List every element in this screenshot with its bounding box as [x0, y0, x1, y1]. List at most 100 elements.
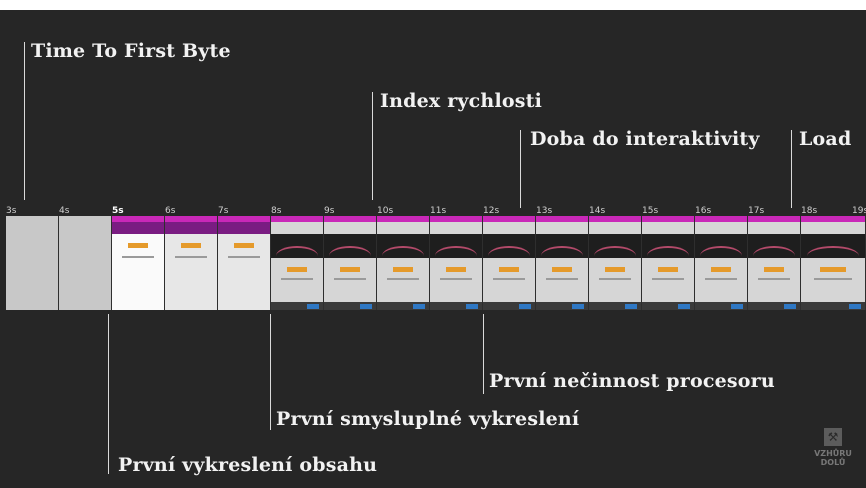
tick-label: 5s — [112, 206, 124, 216]
frame-text-line — [813, 278, 853, 280]
filmstrip-frame — [748, 216, 801, 310]
frame-footer-button — [307, 304, 319, 309]
tick-label: 12s — [483, 206, 500, 216]
frame-header-bar — [695, 216, 747, 222]
frame-footer — [589, 302, 641, 310]
frame-cta-button — [127, 243, 149, 248]
frame-footer-button — [360, 304, 372, 309]
frame-cta-button — [820, 267, 846, 272]
frame-header-bar — [430, 216, 482, 222]
ttfb-label: Time To First Byte — [31, 40, 231, 62]
frame-footer-button — [849, 304, 861, 309]
tick-label: 19s — [852, 206, 866, 216]
frame-header-bar — [536, 216, 588, 222]
frame-text-line — [175, 256, 207, 258]
frame-cta-button — [498, 267, 520, 272]
frame-footer-button — [678, 304, 690, 309]
frame-text-line — [387, 278, 419, 280]
tick-label: 11s — [430, 206, 447, 216]
ttfb-marker-line — [24, 42, 25, 200]
frame-text-line — [599, 278, 631, 280]
frame-cta-button — [657, 267, 679, 272]
frame-header-bar — [642, 216, 694, 222]
filmstrip-frame — [165, 216, 218, 310]
filmstrip-frame — [112, 216, 165, 310]
frame-hero-arc — [276, 246, 318, 266]
speed-index-label: Index rychlosti — [380, 90, 543, 112]
filmstrip-frame — [695, 216, 748, 310]
frame-header-bar — [801, 216, 865, 222]
frame-text-line — [758, 278, 790, 280]
tti-marker-line — [520, 130, 521, 208]
tick-label: 18s — [801, 206, 818, 216]
first-cpu-idle-label: První nečinnost procesoru — [489, 370, 775, 392]
frame-footer-button — [731, 304, 743, 309]
tick-label: 17s — [748, 206, 765, 216]
frame-cta-button — [339, 267, 361, 272]
frame-header-bar — [112, 216, 164, 222]
frame-cta-button — [392, 267, 414, 272]
frame-text-line — [334, 278, 366, 280]
logo-line-1: VZHŮRU — [814, 449, 852, 458]
filmstrip-frame — [483, 216, 536, 310]
frame-hero-arc — [700, 246, 742, 266]
filmstrip-frame — [218, 216, 271, 310]
frame-cta-button — [286, 267, 308, 272]
frame-hero-arc — [753, 246, 795, 266]
frame-hero-arc — [647, 246, 689, 266]
load-label: Load — [799, 128, 852, 150]
frame-header-bar — [271, 216, 323, 222]
frame-footer-button — [519, 304, 531, 309]
frame-text-line — [440, 278, 472, 280]
speed-index-marker-line — [372, 92, 373, 200]
tick-label: 10s — [377, 206, 394, 216]
tti-label: Doba do interaktivity — [530, 128, 760, 150]
frame-cta-button — [233, 243, 255, 248]
frame-text-line — [228, 256, 260, 258]
frame-header-bar — [483, 216, 535, 222]
filmstrip-frame — [801, 216, 866, 310]
frame-footer — [324, 302, 376, 310]
frame-hero-arc — [382, 246, 424, 266]
frame-subheader — [112, 222, 164, 234]
frame-text-line — [122, 256, 154, 258]
frame-cta-button — [763, 267, 785, 272]
frame-text-line — [493, 278, 525, 280]
filmstrip-frame — [430, 216, 483, 310]
fcp-marker-line — [108, 314, 109, 474]
frame-hero-arc — [807, 246, 859, 266]
frame-hero-arc — [488, 246, 530, 266]
frame-text-line — [652, 278, 684, 280]
filmstrip-frame — [536, 216, 589, 310]
tick-label: 9s — [324, 206, 335, 216]
logo-line-2: DOLŮ — [820, 458, 846, 467]
filmstrip-frame — [6, 216, 59, 310]
frame-footer — [695, 302, 747, 310]
frame-hero-arc — [435, 246, 477, 266]
tick-label: 8s — [271, 206, 282, 216]
frame-footer — [271, 302, 323, 310]
frame-footer — [748, 302, 800, 310]
frame-cta-button — [180, 243, 202, 248]
frame-subheader — [165, 222, 217, 234]
frame-header-bar — [324, 216, 376, 222]
tick-label: 13s — [536, 206, 553, 216]
frame-header-bar — [377, 216, 429, 222]
frame-cta-button — [604, 267, 626, 272]
tick-label: 4s — [59, 206, 70, 216]
tick-label: 6s — [165, 206, 176, 216]
frame-text-line — [281, 278, 313, 280]
hammer-pick-icon: ⚒ — [824, 428, 842, 446]
frame-text-line — [705, 278, 737, 280]
frame-header-bar — [218, 216, 270, 222]
first-cpu-idle-marker-line — [483, 314, 484, 394]
frame-footer-button — [784, 304, 796, 309]
filmstrip-frame — [271, 216, 324, 310]
tick-label: 16s — [695, 206, 712, 216]
frame-footer-button — [625, 304, 637, 309]
frame-footer — [483, 302, 535, 310]
tick-label: 15s — [642, 206, 659, 216]
filmstrip-frame — [377, 216, 430, 310]
frame-cta-button — [710, 267, 732, 272]
top-frame-edge — [0, 0, 866, 10]
